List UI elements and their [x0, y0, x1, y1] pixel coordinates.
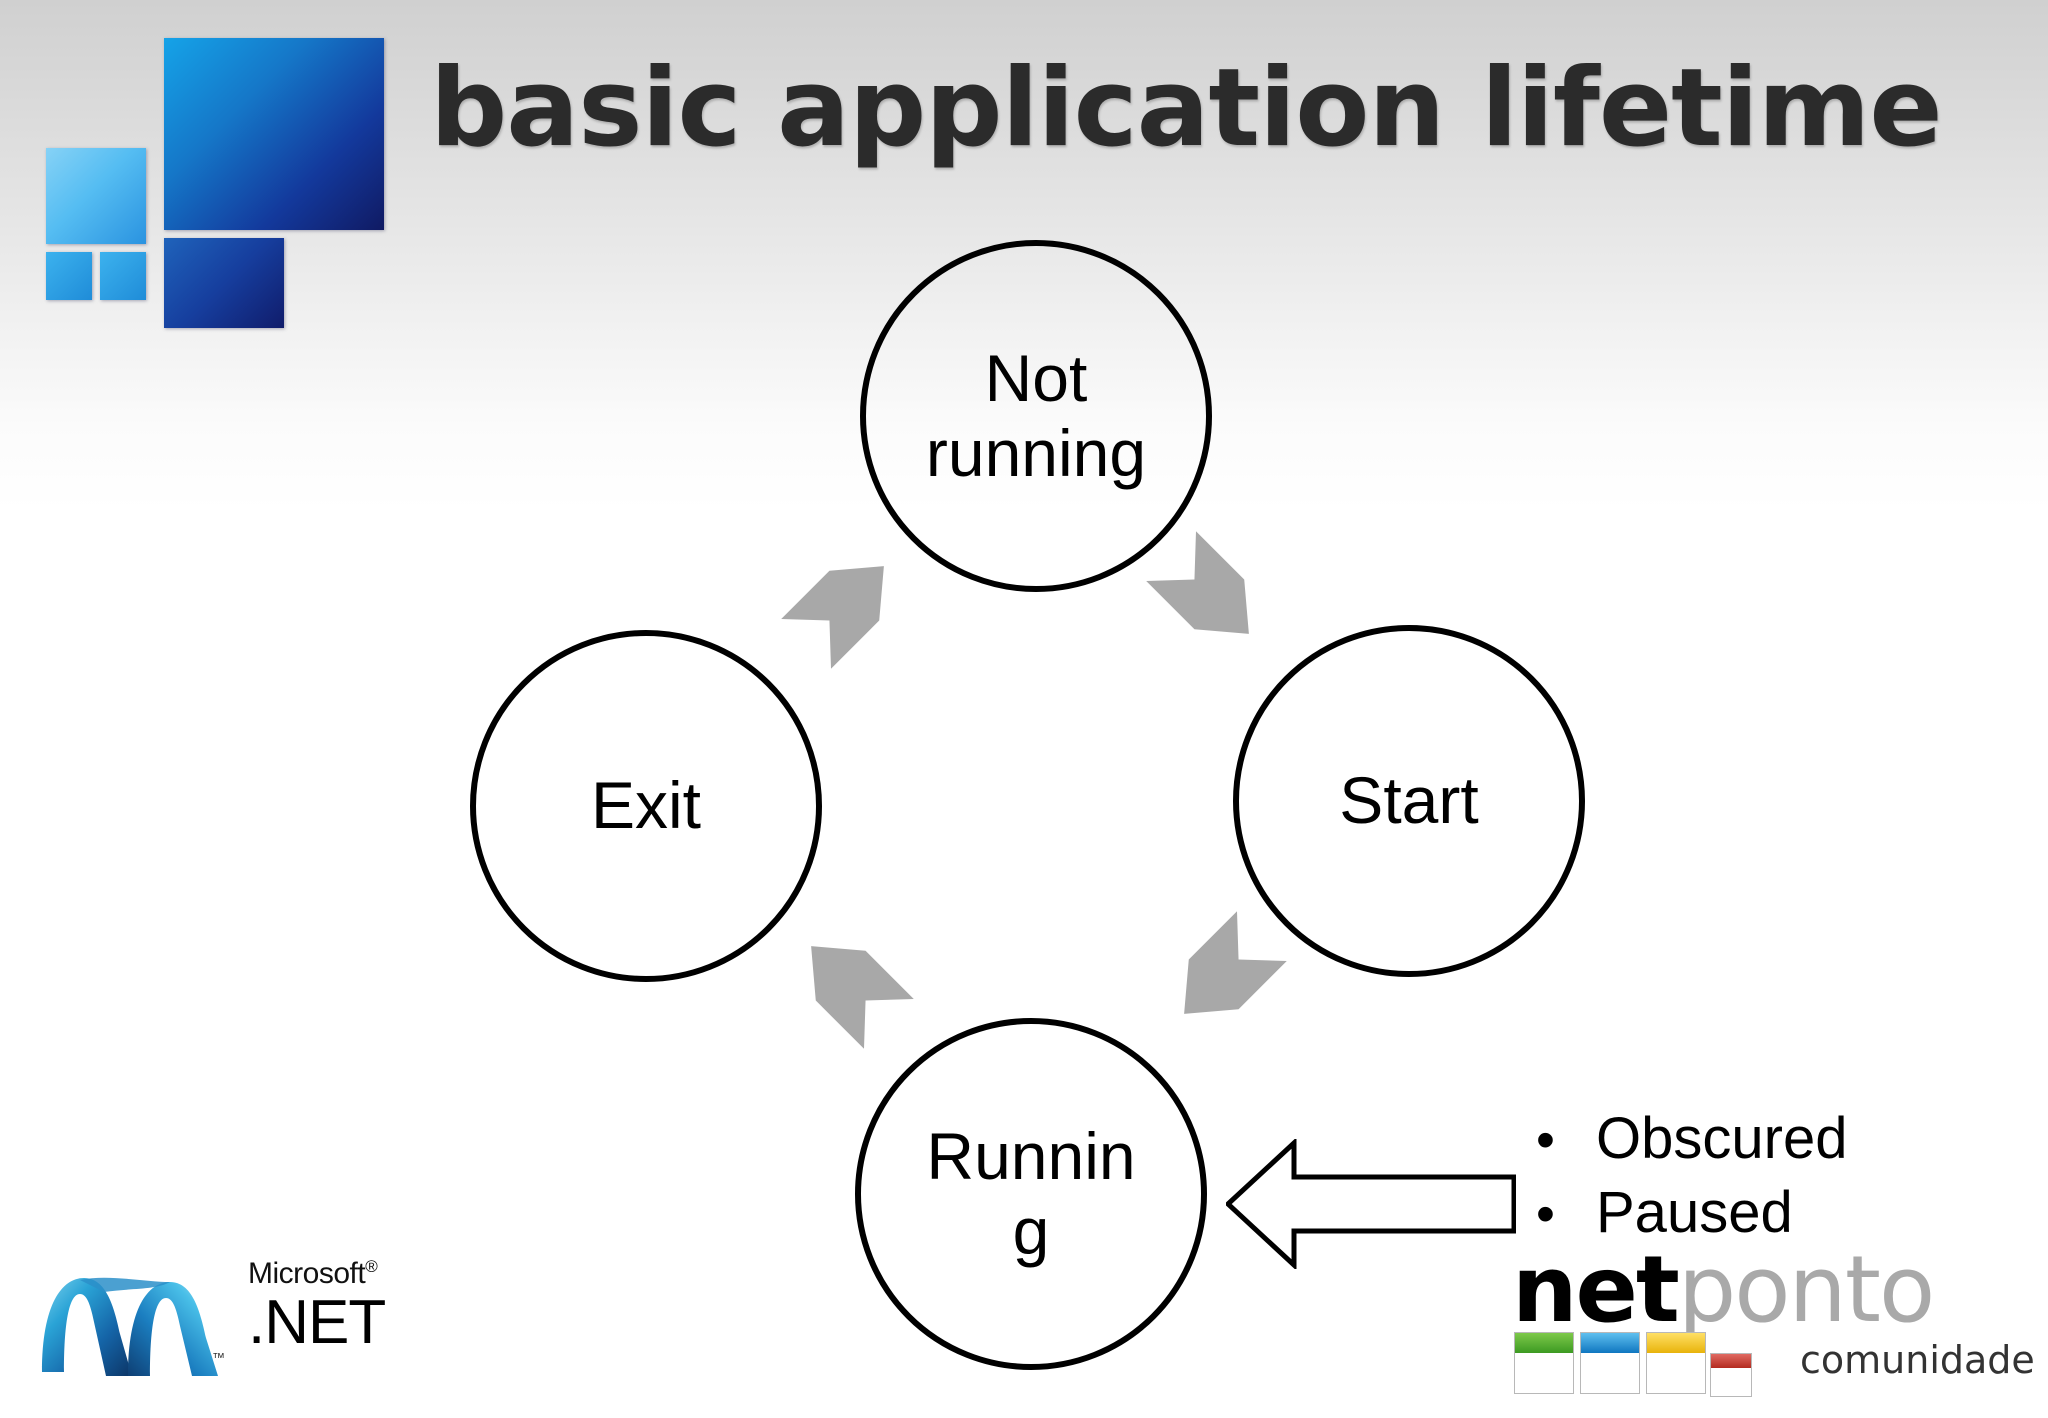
windows-tile-medium: [46, 148, 146, 244]
microsoft-dotnet-logo: Microsoft® .NET ™: [36, 1258, 436, 1388]
node-exit[interactable]: Exit: [470, 630, 822, 982]
windows-tile-small-1: [46, 252, 92, 300]
netponto-tile-yellow: [1646, 1332, 1706, 1394]
bullet-label-obscured: Obscured: [1596, 1106, 1848, 1171]
dotnet-wordmark: Microsoft® .NET: [248, 1258, 448, 1354]
netponto-logo: netponto comunidade: [1500, 1244, 2040, 1412]
node-start[interactable]: Start: [1233, 625, 1585, 977]
dotnet-swoosh-icon: [42, 1277, 218, 1376]
list-item: • Paused: [1520, 1179, 1990, 1247]
netponto-tile-blue: [1580, 1332, 1640, 1394]
netponto-net-text: net: [1512, 1236, 1680, 1343]
node-running[interactable]: Runnin g: [855, 1018, 1207, 1370]
netponto-tagline: comunidade: [1800, 1338, 2035, 1382]
bullet-label-paused: Paused: [1596, 1180, 1793, 1246]
bullet-marker-icon: •: [1536, 1110, 1555, 1170]
node-exit-label: Exit: [590, 768, 702, 843]
node-not-running[interactable]: Not running: [860, 240, 1212, 592]
microsoft-text: Microsoft: [248, 1257, 366, 1290]
netponto-tile-red: [1710, 1353, 1752, 1397]
windows-tile-wide: [164, 238, 284, 328]
callout-left-arrow-icon: [1226, 1139, 1516, 1269]
registered-mark-icon: ®: [365, 1257, 378, 1276]
windows-tiles-logo: [46, 38, 386, 348]
transition-arrow-exit-to-not-running: [781, 566, 884, 669]
page-title: basic application lifetime: [430, 46, 1943, 171]
netponto-tile-green: [1514, 1332, 1574, 1394]
node-start-label: Start: [1339, 763, 1479, 838]
netponto-ponto-text: ponto: [1677, 1236, 1935, 1343]
list-item: • Obscured: [1520, 1105, 1990, 1173]
transition-arrow-start-to-running: [1184, 911, 1287, 1014]
transition-arrow-running-to-exit: [811, 946, 914, 1049]
dotnet-word: .NET: [248, 1288, 386, 1357]
windows-tile-large: [164, 38, 384, 230]
callout-bullet-list: • Obscured • Paused: [1520, 1105, 1990, 1254]
microsoft-word: Microsoft®: [248, 1258, 448, 1289]
node-not-running-label: Not running: [925, 340, 1147, 490]
netponto-wordmark: netponto: [1512, 1244, 1935, 1336]
node-running-label: Runnin g: [926, 1118, 1136, 1268]
transition-arrow-not-running-to-start: [1146, 531, 1249, 634]
bullet-marker-icon: •: [1536, 1184, 1555, 1245]
windows-tile-small-2: [100, 252, 146, 300]
trademark-mark-icon: ™: [212, 1350, 225, 1365]
